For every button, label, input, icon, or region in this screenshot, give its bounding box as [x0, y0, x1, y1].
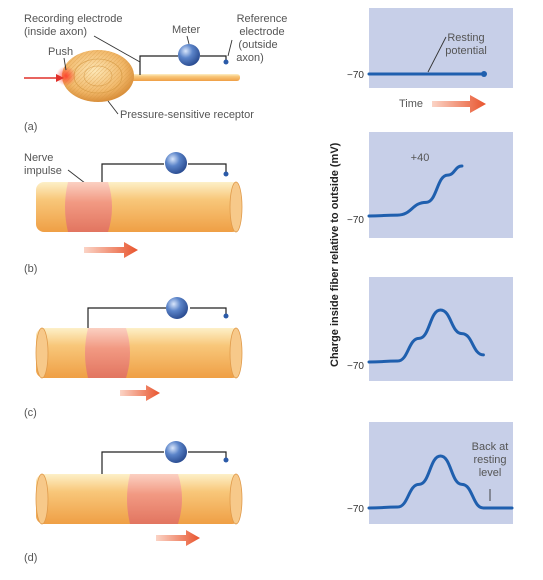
meter-sphere-icon — [178, 44, 200, 66]
graph-c-y-tick: −70 — [347, 361, 364, 372]
receptor-label: Pressure-sensitive receptor — [120, 109, 254, 121]
panel-a-letter: (a) — [24, 121, 37, 133]
recording-wire — [139, 55, 178, 75]
reference-electrode-label-line4: axon) — [236, 52, 264, 64]
y-axis-label: Charge inside fiber relative to outside … — [329, 142, 341, 367]
panel-b-letter: (b) — [24, 263, 37, 275]
back-at-resting-label-line1: Back at — [472, 441, 509, 453]
push-label: Push — [48, 46, 73, 58]
reference-electrode-tip-c — [223, 313, 229, 319]
panel-c-illustration: (c) — [24, 297, 243, 419]
impulse-region-d — [127, 474, 182, 524]
meter-sphere-icon — [165, 441, 187, 463]
recording-wire-b — [101, 163, 164, 190]
meter-pointer — [186, 35, 190, 45]
reference-electrode-tip-d — [223, 457, 229, 463]
panel-d-illustration: (d) — [24, 441, 243, 564]
direction-arrow-icon — [120, 385, 160, 401]
meter-label: Meter — [172, 24, 200, 36]
reference-wire-b — [188, 163, 227, 172]
push-impact-flash — [56, 66, 76, 86]
reference-electrode-tip — [223, 59, 229, 65]
meter-sphere-icon — [165, 152, 187, 174]
nerve-impulse-label-line1: Nerve — [24, 152, 53, 164]
impulse-region-b — [65, 182, 112, 232]
voltage-graphs: −70 −70 −70 −70 Resting potential +40 Ba… — [329, 8, 514, 524]
time-direction-arrow-icon — [432, 95, 486, 113]
back-at-resting-label-line2: resting — [473, 454, 506, 466]
axon-c — [36, 328, 240, 378]
reference-wire-c — [190, 307, 227, 314]
graph-a-background — [369, 8, 513, 88]
resting-potential-label-line1: Resting — [447, 32, 484, 44]
reference-electrode-label-line1: Reference — [237, 13, 288, 25]
reference-wire — [200, 55, 227, 60]
panel-b-illustration: Nerve impulse (b) — [24, 152, 243, 275]
reference-wire-d — [188, 451, 227, 458]
reference-electrode-label-line2: electrode — [239, 26, 284, 38]
meter-sphere-icon — [166, 297, 188, 319]
panel-c-letter: (c) — [24, 407, 37, 419]
nerve-impulse-label-line2: impulse — [24, 165, 62, 177]
recording-electrode-label-line1: Recording electrode — [24, 13, 122, 25]
push-arrow-icon — [24, 74, 64, 82]
recording-wire-c — [87, 307, 166, 330]
resting-potential-pointer — [427, 36, 447, 73]
panel-d-letter: (d) — [24, 552, 37, 564]
receptor-axon — [128, 74, 240, 81]
resting-potential-label-line2: potential — [445, 45, 487, 57]
time-axis-label: Time — [399, 98, 423, 110]
impulse-region-c — [85, 328, 130, 378]
graph-a-y-tick: −70 — [347, 70, 364, 81]
direction-arrow-icon — [84, 242, 138, 258]
graph-b-background — [369, 132, 513, 238]
graph-b-y-tick: −70 — [347, 215, 364, 226]
recording-electrode-pointer — [93, 35, 141, 63]
voltage-trace-1 — [367, 164, 464, 218]
direction-arrow-icon — [156, 530, 200, 546]
voltage-trace-3 — [367, 454, 514, 510]
back-at-resting-label-line3: level — [479, 467, 502, 479]
graph-c-background — [369, 277, 513, 381]
reference-electrode-label-line3: (outside — [238, 39, 277, 51]
recording-electrode-label-line2: (inside axon) — [24, 26, 87, 38]
panel-a-illustration: Recording electrode (inside axon) Meter … — [24, 13, 287, 133]
voltage-trace-2 — [367, 308, 485, 364]
trace-endpoint-marker — [481, 71, 487, 77]
graph-b-peak-label: +40 — [411, 152, 430, 164]
reference-electrode-tip-b — [223, 171, 229, 177]
reference-electrode-pointer — [227, 39, 233, 57]
graph-d-y-tick: −70 — [347, 504, 364, 515]
push-pointer — [63, 57, 67, 71]
recording-wire-d — [101, 451, 164, 476]
receptor-pointer — [107, 100, 119, 115]
